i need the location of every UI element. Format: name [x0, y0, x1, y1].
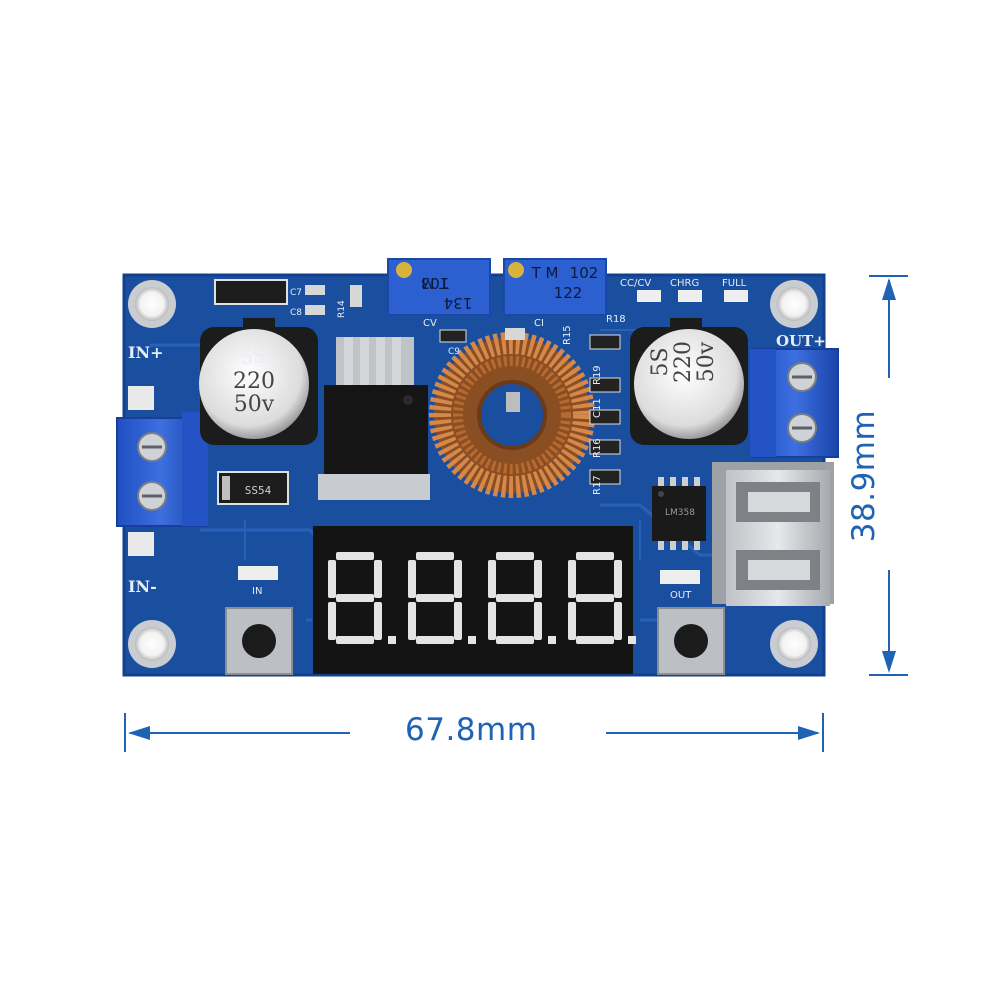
cap-left-line3: 50v: [234, 392, 275, 417]
display-segment: [328, 560, 336, 598]
capacitor-left: 5S 220 50v: [199, 318, 318, 445]
display-segment: [576, 636, 614, 644]
label-pot-cv: CV: [423, 318, 437, 329]
label-r19: R19: [592, 365, 603, 385]
cap-left-line1: 5S: [239, 343, 268, 370]
pot-cv-code: 103: [421, 274, 450, 292]
display-segment: [374, 602, 382, 640]
display-segment: [408, 602, 416, 640]
capacitor-right: 5S 220 50v: [630, 318, 748, 445]
height-dimension: [869, 275, 908, 676]
width-dimension-label: 67.8mm: [405, 712, 538, 748]
display-segment: [576, 594, 614, 602]
cap-right-line3: 50v: [694, 341, 719, 382]
display-segment: [496, 594, 534, 602]
display-decimal-point: [388, 636, 396, 644]
opamp-chip: LM358: [652, 477, 706, 550]
status-leds: [238, 290, 748, 584]
display-segment: [454, 602, 462, 640]
seven-segment-display: [313, 526, 636, 674]
smd-components: [214, 279, 621, 485]
display-segment: [328, 602, 336, 640]
display-segment: [488, 602, 496, 640]
input-terminal-block[interactable]: [116, 412, 208, 527]
display-segment: [576, 552, 614, 560]
display-segment: [534, 602, 542, 640]
display-segment: [568, 602, 576, 640]
button-out-display[interactable]: [657, 607, 740, 675]
label-led-cccv: CC/CV: [620, 278, 651, 289]
display-decimal-point: [628, 636, 636, 644]
display-segment: [416, 636, 454, 644]
label-led-out: OUT: [670, 590, 692, 601]
display-segment: [614, 560, 622, 598]
display-segment: [568, 560, 576, 598]
toroid-inductor: [429, 332, 595, 498]
usb-port[interactable]: [712, 462, 834, 606]
pot-cc-code: 102: [570, 264, 599, 282]
label-led-chrg: CHRG: [670, 278, 699, 289]
label-pot-cc: CI: [534, 318, 544, 329]
label-r14: R14: [337, 300, 347, 318]
label-c9: C9: [448, 347, 460, 357]
mounting-holes: [128, 280, 818, 668]
label-led-in: IN: [252, 586, 262, 597]
potentiometer-cc[interactable]: 102 T M 122: [503, 258, 607, 316]
schottky-diode: SS54: [217, 471, 289, 505]
display-segment: [408, 560, 416, 598]
display-segment: [336, 594, 374, 602]
pot-cc-letters: T M: [531, 264, 559, 282]
display-segment: [374, 560, 382, 598]
label-r17: R17: [592, 475, 603, 495]
display-decimal-point: [468, 636, 476, 644]
display-segment: [496, 552, 534, 560]
silkscreen-labels: IN+ IN- OUT+ CC/CV CHRG FULL IN OUT CV C…: [128, 278, 826, 601]
label-in-plus: IN+: [128, 343, 164, 362]
display-segment: [454, 560, 462, 598]
pot-cv-letters: T M: [422, 274, 450, 292]
display-segment: [416, 552, 454, 560]
display-decimal-point: [548, 636, 556, 644]
regulator-ic: [318, 337, 430, 500]
label-out-plus: OUT+: [776, 332, 826, 350]
label-c8: C8: [290, 308, 302, 318]
display-segment: [336, 552, 374, 560]
label-r16: R16: [592, 438, 603, 458]
display-digits: [328, 552, 636, 644]
cap-left-line2: 220: [233, 369, 275, 394]
diode-label: SS54: [245, 484, 272, 497]
potentiometer-cv[interactable]: 103 T M 134: [387, 258, 491, 316]
label-r15: R15: [562, 325, 573, 345]
display-segment: [614, 602, 622, 640]
label-c7: C7: [290, 288, 302, 298]
display-segment: [534, 560, 542, 598]
display-segment: [488, 560, 496, 598]
pot-cv-sub: 134: [444, 294, 473, 312]
display-segment: [496, 636, 534, 644]
display-segment: [416, 594, 454, 602]
display-segment: [336, 636, 374, 644]
solder-pads: [128, 386, 154, 556]
width-dimension: [124, 713, 824, 752]
button-in-display[interactable]: [210, 607, 306, 675]
output-terminal-block[interactable]: [750, 348, 839, 458]
cap-right-line2: 220: [671, 341, 696, 383]
chip-label: LM358: [665, 508, 695, 518]
cap-right-line1: 5S: [648, 347, 673, 376]
label-led-full: FULL: [722, 278, 747, 289]
label-r18: R18: [606, 314, 626, 325]
label-c11: C11: [592, 398, 603, 418]
height-dimension-label: 38.9mm: [846, 409, 882, 543]
pot-cc-sub: 122: [554, 284, 583, 302]
label-in-minus: IN-: [128, 577, 157, 596]
